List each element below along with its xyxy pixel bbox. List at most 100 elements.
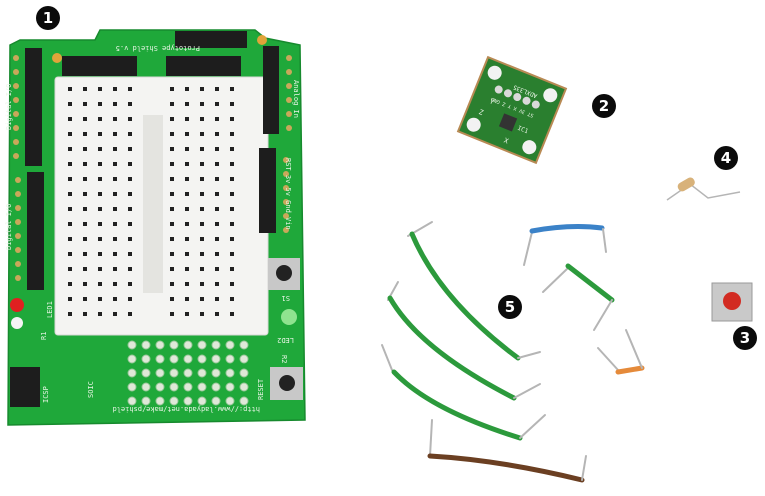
adxl-axis-x: X bbox=[503, 137, 511, 146]
breadboard-hole bbox=[113, 162, 117, 166]
breadboard-hole bbox=[83, 117, 87, 121]
jumper-wires bbox=[381, 221, 645, 483]
svg-text:4: 4 bbox=[721, 149, 731, 167]
breadboard-hole bbox=[170, 312, 174, 316]
breadboard-hole bbox=[170, 87, 174, 91]
breadboard-hole bbox=[83, 102, 87, 106]
jumper-wire-blue bbox=[523, 224, 607, 266]
breadboard-hole bbox=[230, 162, 234, 166]
led-off bbox=[11, 317, 23, 329]
breadboard-hole bbox=[230, 222, 234, 226]
breadboard-hole bbox=[200, 312, 204, 316]
breadboard-hole bbox=[68, 207, 72, 211]
breadboard-hole bbox=[98, 312, 102, 316]
breadboard-hole bbox=[215, 267, 219, 271]
breadboard-hole bbox=[215, 252, 219, 256]
breadboard-hole bbox=[83, 177, 87, 181]
breadboard-hole bbox=[128, 297, 132, 301]
breadboard-hole bbox=[215, 237, 219, 241]
breadboard-hole bbox=[215, 207, 219, 211]
breadboard-hole bbox=[200, 237, 204, 241]
breadboard-hole bbox=[200, 117, 204, 121]
breadboard-hole bbox=[68, 297, 72, 301]
breadboard-hole bbox=[215, 87, 219, 91]
breadboard-hole bbox=[185, 192, 189, 196]
breadboard-hole bbox=[83, 192, 87, 196]
breadboard-hole bbox=[98, 297, 102, 301]
breadboard-hole bbox=[215, 177, 219, 181]
callout-1: 1 bbox=[36, 6, 60, 30]
callout-2: 2 bbox=[592, 94, 616, 118]
jumper-wire-orange bbox=[597, 329, 645, 375]
led-red bbox=[10, 298, 24, 312]
breadboard-hole bbox=[128, 117, 132, 121]
breadboard-hole bbox=[83, 252, 87, 256]
breadboard-hole bbox=[200, 297, 204, 301]
label-r2: R2 bbox=[280, 355, 288, 363]
label-soic: SOIC bbox=[87, 381, 95, 398]
breadboard-hole bbox=[128, 267, 132, 271]
breadboard-hole bbox=[98, 147, 102, 151]
header-top-left bbox=[62, 56, 137, 76]
breadboard-hole bbox=[83, 267, 87, 271]
proto-shield-board: Prototype Shield v.5 http://www.ladyada.… bbox=[5, 29, 306, 426]
breadboard-hole bbox=[68, 267, 72, 271]
breadboard-hole bbox=[68, 102, 72, 106]
icsp-header bbox=[10, 367, 40, 407]
breadboard-hole bbox=[98, 282, 102, 286]
breadboard-hole bbox=[170, 282, 174, 286]
breadboard-hole bbox=[83, 222, 87, 226]
button-reset bbox=[270, 367, 303, 400]
breadboard-hole bbox=[113, 102, 117, 106]
breadboard-hole bbox=[113, 132, 117, 136]
breadboard-hole bbox=[200, 252, 204, 256]
breadboard-hole bbox=[83, 147, 87, 151]
breadboard-hole bbox=[185, 102, 189, 106]
breadboard-hole bbox=[185, 177, 189, 181]
callout-4: 4 bbox=[714, 146, 738, 170]
breadboard-hole bbox=[113, 267, 117, 271]
header-analog bbox=[263, 46, 279, 134]
breadboard-hole bbox=[200, 147, 204, 151]
breadboard-hole bbox=[200, 132, 204, 136]
breadboard-hole bbox=[200, 207, 204, 211]
breadboard-hole bbox=[170, 117, 174, 121]
breadboard-hole bbox=[185, 147, 189, 151]
button-s1 bbox=[268, 258, 300, 290]
breadboard-hole bbox=[200, 102, 204, 106]
breadboard-hole bbox=[170, 237, 174, 241]
breadboard-hole bbox=[68, 282, 72, 286]
header-top-right bbox=[166, 56, 241, 76]
breadboard-hole bbox=[200, 162, 204, 166]
callout-3: 3 bbox=[733, 326, 757, 350]
breadboard-hole bbox=[230, 117, 234, 121]
breadboard-hole bbox=[230, 282, 234, 286]
breadboard-hole bbox=[128, 177, 132, 181]
breadboard-hole bbox=[185, 312, 189, 316]
breadboard-hole bbox=[113, 312, 117, 316]
breadboard-hole bbox=[113, 117, 117, 121]
breadboard-hole bbox=[98, 117, 102, 121]
breadboard-hole bbox=[215, 297, 219, 301]
breadboard-hole bbox=[215, 102, 219, 106]
breadboard-hole bbox=[215, 312, 219, 316]
breadboard-hole bbox=[170, 192, 174, 196]
breadboard-hole bbox=[113, 177, 117, 181]
breadboard-hole bbox=[83, 282, 87, 286]
breadboard-hole bbox=[230, 312, 234, 316]
breadboard-hole bbox=[68, 132, 72, 136]
breadboard-hole bbox=[215, 192, 219, 196]
breadboard-hole bbox=[200, 177, 204, 181]
breadboard-hole bbox=[170, 207, 174, 211]
breadboard-hole bbox=[230, 207, 234, 211]
breadboard-hole bbox=[113, 252, 117, 256]
label-reset: RESET bbox=[257, 378, 265, 400]
breadboard-hole bbox=[68, 177, 72, 181]
breadboard-hole bbox=[185, 162, 189, 166]
breadboard-hole bbox=[98, 267, 102, 271]
breadboard-hole bbox=[170, 297, 174, 301]
jumper-wire-green-3 bbox=[381, 344, 546, 441]
breadboard-hole bbox=[185, 132, 189, 136]
breadboard-hole bbox=[113, 147, 117, 151]
